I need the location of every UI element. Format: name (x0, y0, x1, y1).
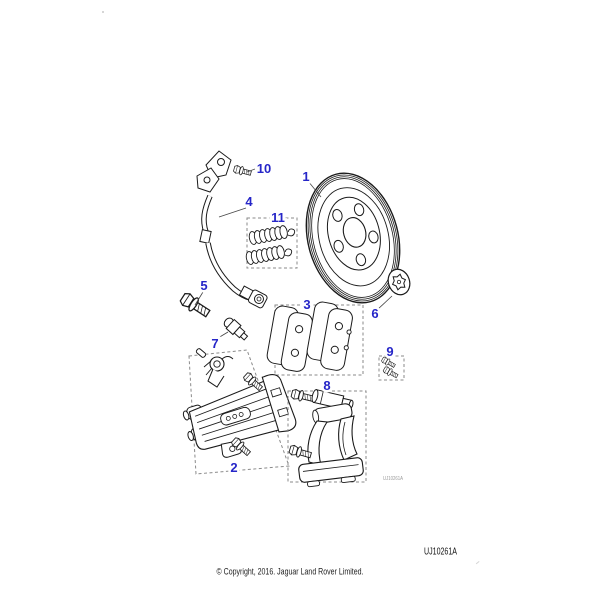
retainer-clip (387, 268, 411, 296)
leader-line-7 (217, 331, 229, 339)
callout-1: 1 (302, 169, 309, 184)
callout-5: 5 (200, 278, 207, 293)
leader-line-10 (246, 168, 256, 173)
leader-line-4 (218, 207, 247, 218)
retraction-spring (244, 243, 294, 266)
callout-11: 11 (271, 210, 285, 225)
footer-part-code: UJ10261A (424, 546, 457, 558)
footer-copyright: © Copyright, 2016. Jaguar Land Rover Lim… (217, 567, 364, 578)
caliper-bolt (177, 290, 213, 321)
bracket-box (287, 390, 367, 483)
speck (102, 11, 104, 13)
drawing-code-small: UJ10261A (383, 476, 403, 482)
callout-10: 10 (257, 161, 271, 176)
brake-disc (305, 172, 401, 304)
brake-caliper (182, 348, 297, 458)
springs-box (246, 217, 298, 269)
brake-hose (196, 150, 268, 309)
callout-7: 7 (211, 336, 218, 351)
retraction-spring (247, 223, 297, 246)
pad-fastener (382, 365, 400, 380)
callout-8: 8 (323, 378, 330, 393)
leader-line-5 (194, 291, 204, 306)
speck (475, 560, 480, 565)
callout-6: 6 (371, 306, 378, 321)
leader-line-6 (376, 295, 393, 311)
callout-3: 3 (303, 297, 310, 312)
callout-9: 9 (386, 344, 393, 359)
callout-4: 4 (245, 194, 253, 209)
brake-pads (266, 301, 353, 372)
anchor-bracket (288, 387, 364, 488)
fasteners-box (378, 355, 405, 381)
leader-line-1 (307, 180, 322, 198)
callout-2: 2 (230, 460, 237, 475)
bleed-screw (223, 317, 249, 341)
